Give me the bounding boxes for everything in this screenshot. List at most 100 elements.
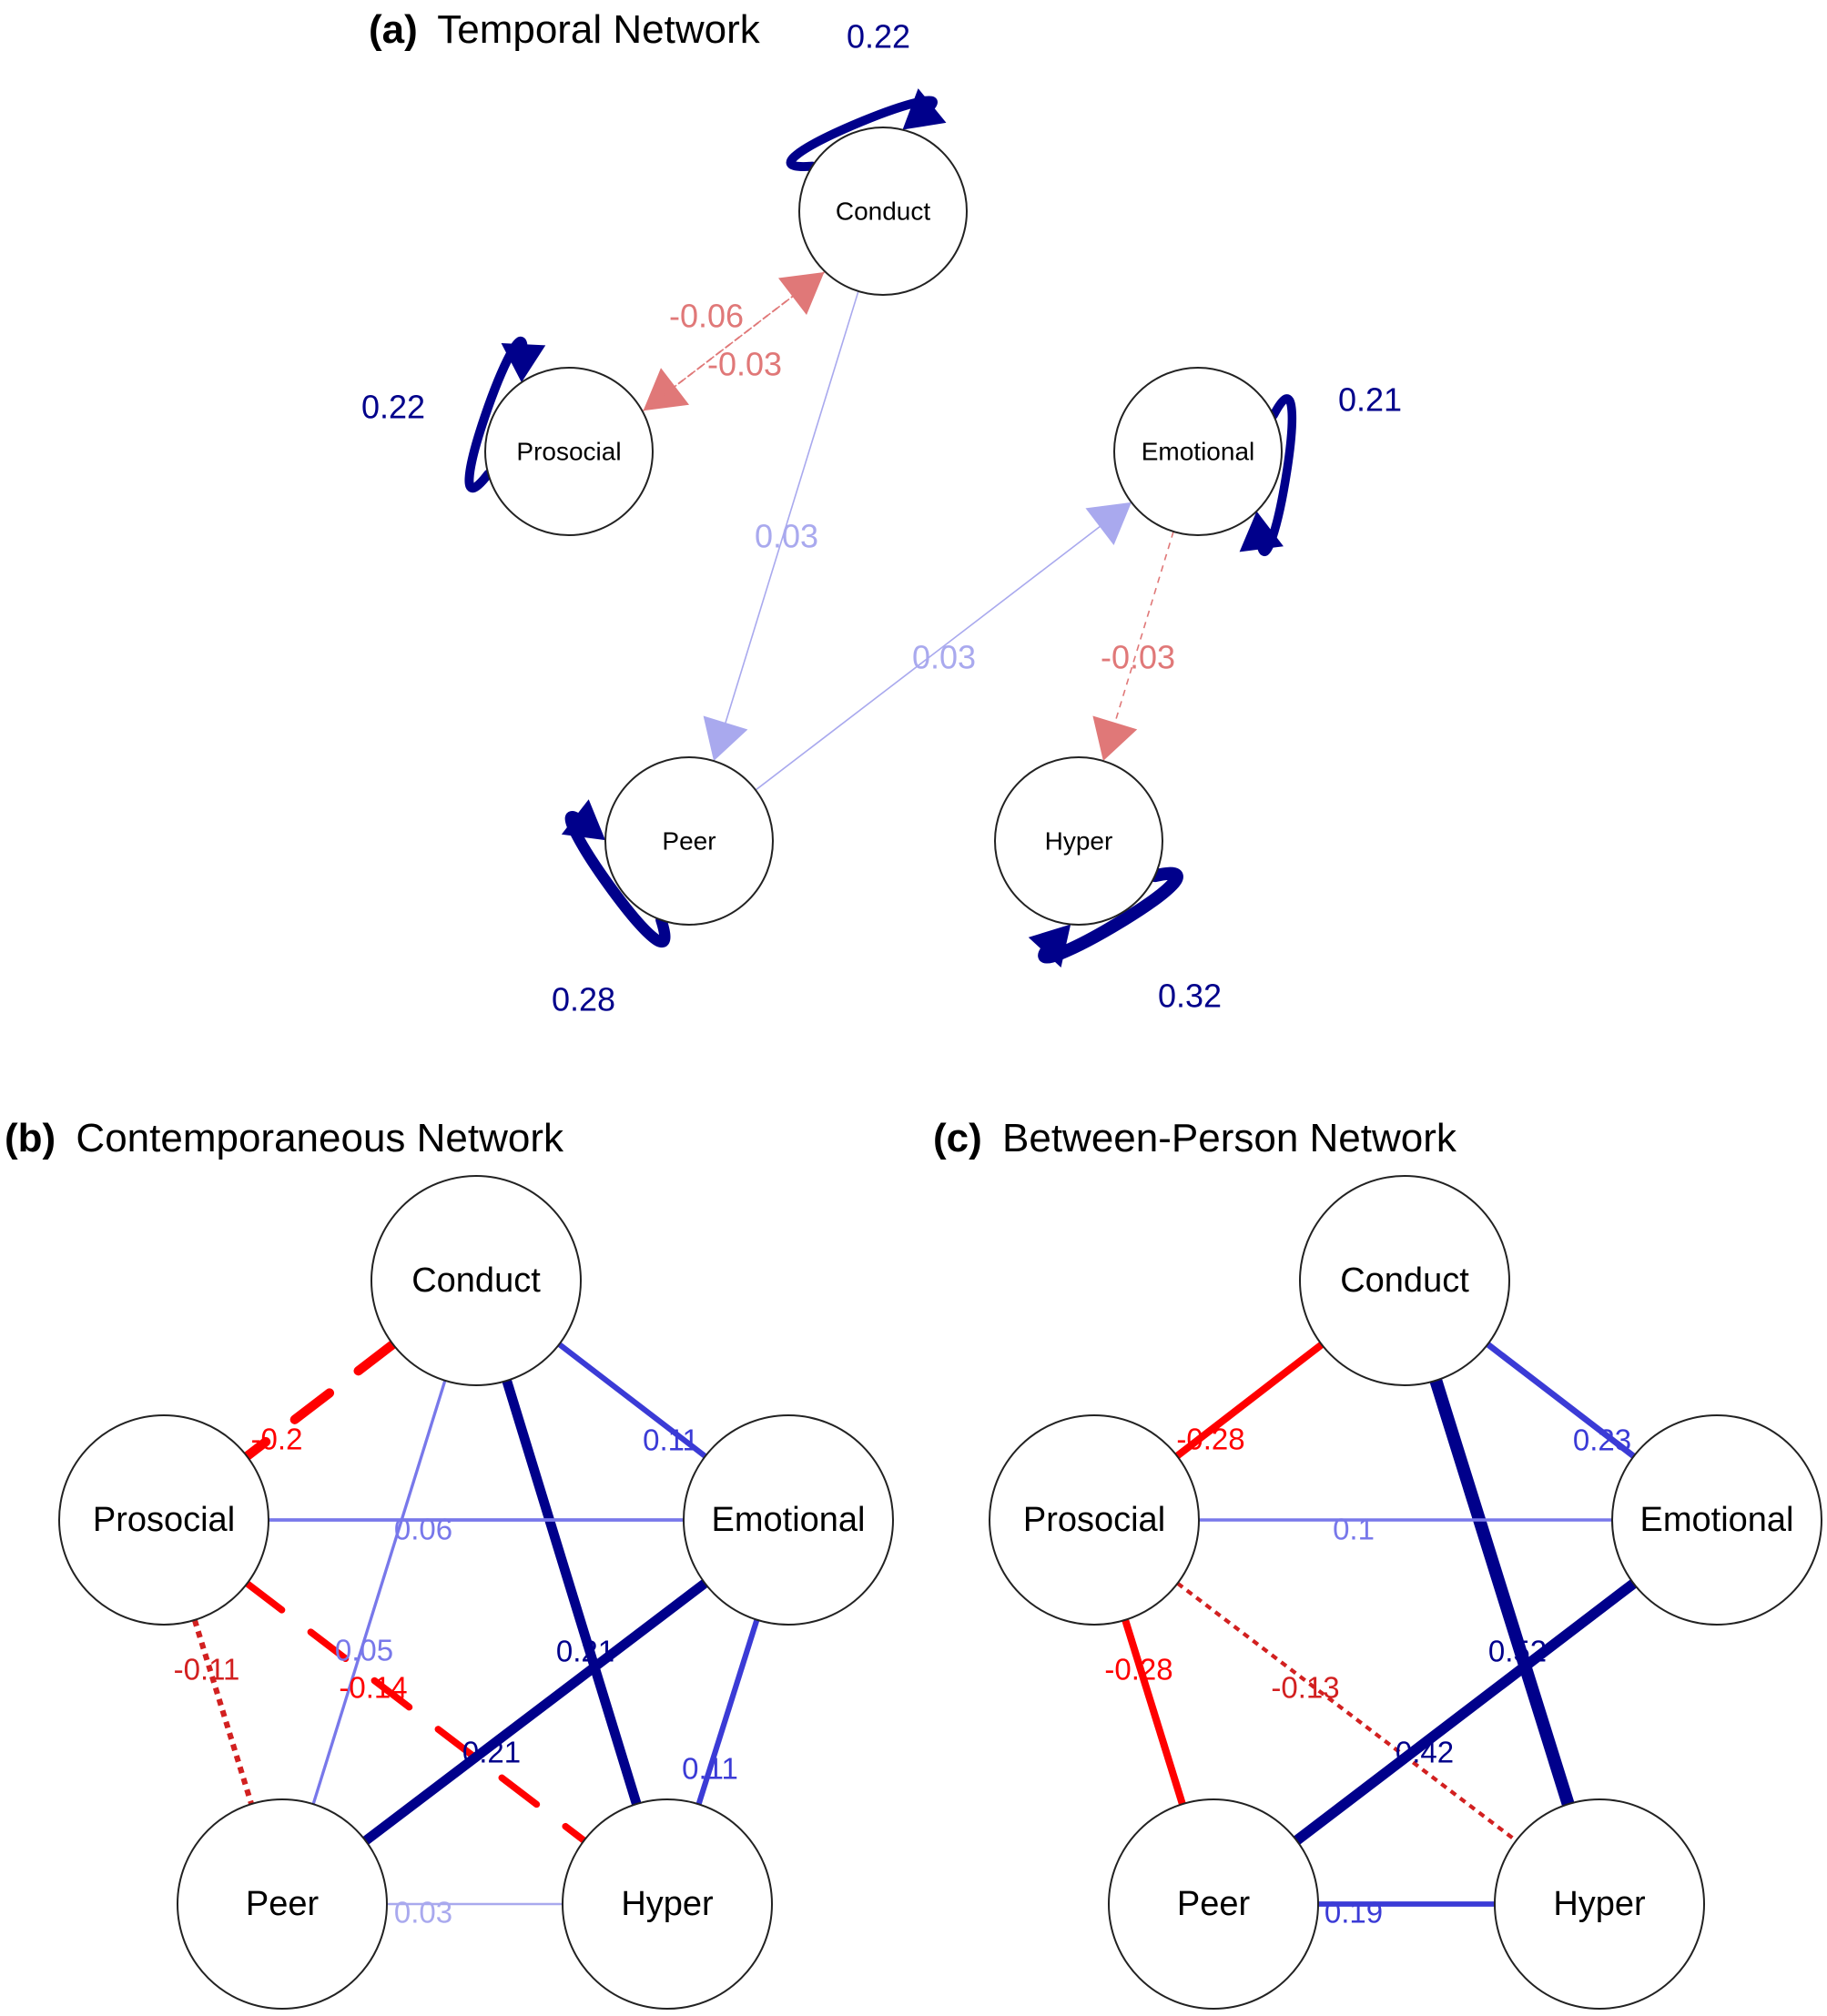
node-hyper-label: Hyper bbox=[621, 1885, 714, 1923]
node-prosocial-label: Prosocial bbox=[516, 437, 621, 465]
node-prosocial-label: Prosocial bbox=[93, 1501, 235, 1539]
panel-c-title-letter: (c) bbox=[933, 1116, 982, 1160]
node-prosocial: Prosocial bbox=[484, 367, 654, 536]
edge-conduct-to-prosocial-weight-label: -0.06 bbox=[669, 298, 744, 335]
edge-emotional-peer-weight-label: 0.21 bbox=[462, 1736, 521, 1769]
edge-conduct-to-peer-weight-label: 0.03 bbox=[755, 518, 818, 555]
node-peer-circle bbox=[1108, 1798, 1319, 2010]
edge-emotional-hyper bbox=[695, 1618, 760, 1806]
edge-peer-to-peer bbox=[564, 811, 671, 948]
node-hyper: Hyper bbox=[994, 756, 1163, 926]
edge-prosocial-to-prosocial-weight-label: 0.22 bbox=[361, 389, 425, 426]
node-prosocial-circle bbox=[484, 367, 654, 536]
edge-prosocial-peer bbox=[191, 1619, 255, 1805]
edge-prosocial-to-conduct bbox=[643, 293, 797, 411]
edge-conduct-to-peer-arrowhead bbox=[703, 715, 748, 762]
edge-peer-to-emotional-weight-label: 0.03 bbox=[912, 639, 976, 676]
edge-conduct-to-conduct-arrowhead bbox=[902, 88, 947, 130]
node-conduct-label: Conduct bbox=[1340, 1261, 1469, 1300]
edge-conduct-to-prosocial-arrowhead bbox=[643, 368, 690, 411]
node-emotional: Emotional bbox=[1611, 1414, 1822, 1626]
node-hyper-label: Hyper bbox=[1045, 826, 1113, 855]
node-prosocial: Prosocial bbox=[989, 1414, 1200, 1626]
edge-hyper-to-hyper-arrowhead bbox=[1028, 924, 1071, 967]
panel-c-title-text: Between-Person Network bbox=[1002, 1116, 1457, 1160]
node-hyper: Hyper bbox=[562, 1798, 773, 2010]
edge-emotional-peer bbox=[1293, 1579, 1638, 1845]
edge-conduct-prosocial bbox=[1174, 1342, 1325, 1459]
edge-peer-hyper-weight-label: 0.19 bbox=[1325, 1896, 1383, 1930]
edge-conduct-prosocial-weight-label: -0.2 bbox=[251, 1423, 303, 1456]
node-emotional-label: Emotional bbox=[1142, 437, 1255, 465]
node-conduct: Conduct bbox=[370, 1175, 582, 1386]
node-peer-label: Peer bbox=[662, 826, 716, 855]
edge-conduct-to-conduct-weight-label: 0.22 bbox=[847, 18, 910, 56]
edge-peer-to-peer-arrowhead bbox=[561, 799, 606, 841]
edge-emotional-to-hyper bbox=[1112, 531, 1174, 727]
edge-conduct-emotional-weight-label: 0.23 bbox=[1573, 1423, 1631, 1457]
edge-emotional-to-hyper-arrowhead bbox=[1092, 715, 1138, 762]
node-emotional: Emotional bbox=[683, 1414, 894, 1626]
edge-conduct-emotional bbox=[1486, 1342, 1636, 1459]
edge-prosocial-emotional-weight-label: 0.06 bbox=[394, 1513, 452, 1546]
edge-conduct-hyper bbox=[1429, 1378, 1575, 1807]
edge-conduct-emotional bbox=[557, 1342, 707, 1459]
edge-prosocial-peer-weight-label: -0.11 bbox=[174, 1653, 240, 1687]
panel-c-title: (c) Between-Person Network bbox=[933, 1116, 1457, 1160]
node-peer-circle bbox=[604, 756, 774, 926]
edge-prosocial-to-conduct-weight-label: -0.03 bbox=[707, 346, 782, 383]
edge-prosocial-emotional-weight-label: 0.1 bbox=[1333, 1513, 1375, 1546]
edge-emotional-hyper-weight-label: 0.11 bbox=[682, 1752, 738, 1786]
node-conduct-circle bbox=[798, 127, 968, 296]
edge-emotional-peer bbox=[362, 1579, 708, 1845]
node-prosocial-circle bbox=[989, 1414, 1200, 1626]
edge-conduct-prosocial-weight-label: -0.28 bbox=[1176, 1423, 1244, 1456]
node-prosocial-label: Prosocial bbox=[1023, 1501, 1165, 1539]
edge-conduct-to-peer bbox=[723, 290, 859, 727]
node-emotional-label: Emotional bbox=[712, 1501, 866, 1539]
node-peer: Peer bbox=[177, 1798, 388, 2010]
edge-conduct-hyper-weight-label: 0.21 bbox=[556, 1635, 614, 1668]
node-emotional-circle bbox=[1611, 1414, 1822, 1626]
node-conduct: Conduct bbox=[1299, 1175, 1510, 1386]
node-conduct-circle bbox=[370, 1175, 582, 1386]
panel-b-title-letter: (b) bbox=[5, 1116, 56, 1160]
node-hyper-label: Hyper bbox=[1553, 1885, 1646, 1923]
node-hyper-circle bbox=[1494, 1798, 1705, 2010]
edge-prosocial-to-prosocial bbox=[464, 336, 528, 493]
node-emotional-circle bbox=[683, 1414, 894, 1626]
node-prosocial-circle bbox=[58, 1414, 269, 1626]
edge-conduct-hyper bbox=[502, 1379, 642, 1806]
edge-prosocial-peer-weight-label: -0.28 bbox=[1104, 1653, 1172, 1687]
node-conduct-label: Conduct bbox=[411, 1261, 541, 1300]
panel-a-title-letter: (a) bbox=[369, 7, 418, 52]
node-hyper: Hyper bbox=[1494, 1798, 1705, 2010]
node-emotional: Emotional bbox=[1113, 367, 1283, 536]
panel-a-title: (a) Temporal Network bbox=[369, 7, 761, 52]
edge-emotional-to-emotional bbox=[1255, 394, 1297, 556]
panel-b-title: (b) Contemporaneous Network bbox=[5, 1116, 564, 1160]
node-conduct: Conduct bbox=[798, 127, 968, 296]
node-prosocial: Prosocial bbox=[58, 1414, 269, 1626]
node-peer: Peer bbox=[604, 756, 774, 926]
edge-hyper-to-hyper bbox=[1038, 866, 1183, 964]
node-emotional-circle bbox=[1113, 367, 1283, 536]
node-hyper-circle bbox=[562, 1798, 773, 2010]
edge-prosocial-to-conduct-arrowhead bbox=[777, 272, 825, 316]
edge-conduct-peer-weight-label: 0.05 bbox=[335, 1634, 393, 1667]
node-conduct-circle bbox=[1299, 1175, 1510, 1386]
edge-prosocial-hyper-weight-label: -0.14 bbox=[339, 1671, 407, 1705]
edge-emotional-to-hyper-weight-label: -0.03 bbox=[1101, 639, 1175, 676]
edge-prosocial-to-prosocial-arrowhead bbox=[501, 343, 546, 383]
node-peer-label: Peer bbox=[246, 1885, 320, 1923]
